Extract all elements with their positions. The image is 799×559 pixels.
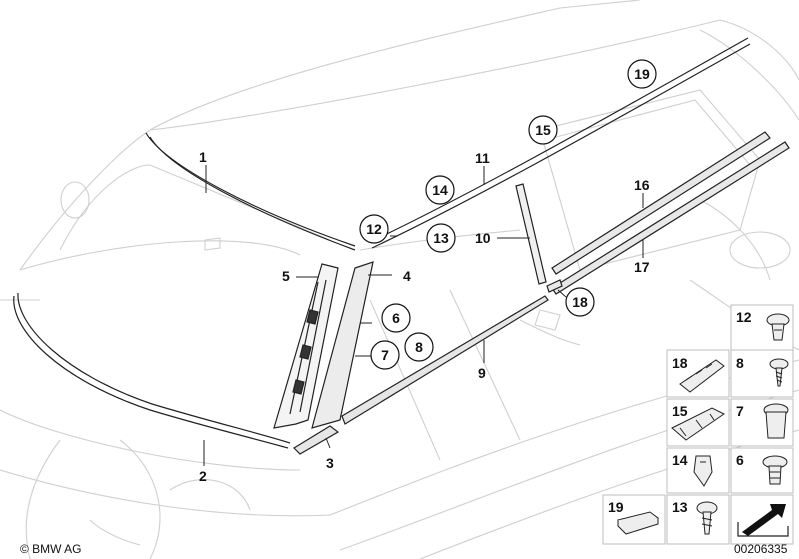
- svg-text:7: 7: [381, 347, 389, 363]
- callout-6: 6: [381, 303, 411, 333]
- svg-text:6: 6: [392, 310, 400, 326]
- nut-14-icon: [693, 455, 713, 487]
- callout-labels: 1 2 3 4 5 9 10 11 16 17: [199, 149, 650, 484]
- part-window-belt-upper: [551, 131, 771, 275]
- callout-10: 10: [475, 230, 491, 246]
- svg-text:19: 19: [634, 66, 650, 82]
- callout-19: 19: [627, 59, 657, 89]
- copyright-notice: © BMW AG: [20, 542, 82, 556]
- part-windshield-top-moulding-edge: [145, 132, 356, 247]
- callout-3: 3: [326, 455, 334, 471]
- grid-label-12: 12: [736, 309, 752, 325]
- part-small-trim: [546, 279, 563, 293]
- grid-label-15: 15: [672, 403, 688, 419]
- part-windshield-side-moulding: [13, 295, 289, 449]
- grid-cell-6: [730, 447, 794, 494]
- part-door-moulding: [341, 295, 549, 425]
- svg-text:15: 15: [535, 122, 551, 138]
- screw-13-icon: [696, 501, 718, 535]
- grid-label-6: 6: [736, 452, 744, 468]
- callout-4: 4: [403, 268, 411, 284]
- bracket-18-icon: [679, 359, 725, 393]
- leader-lines: [203, 165, 644, 466]
- svg-text:12: 12: [366, 221, 382, 237]
- callout-5: 5: [282, 268, 290, 284]
- callout-8: 8: [404, 332, 434, 362]
- circled-callouts: 6 7 8 12 13 14 15 18: [359, 59, 657, 370]
- screw-8-icon: [769, 358, 789, 387]
- part-lower-trim: [293, 425, 340, 455]
- part-a-pillar-clips: [292, 309, 319, 395]
- part-windshield-side-moulding-edge: [17, 292, 291, 444]
- callout-1: 1: [199, 149, 207, 165]
- diagram-id: 00206335: [734, 542, 788, 556]
- small-parts-grid: 12 18 8 15 7 14 6 19 13: [602, 304, 794, 545]
- svg-text:14: 14: [432, 182, 448, 198]
- callout-2: 2: [199, 468, 207, 484]
- callout-13: 13: [426, 223, 456, 253]
- callout-9: 9: [478, 365, 486, 381]
- callout-15: 15: [528, 115, 558, 145]
- clip-12-icon: [766, 313, 790, 341]
- part-window-belt-lower: [551, 141, 790, 295]
- grid-label-13: 13: [672, 499, 688, 515]
- part-a-pillar-trim: [311, 261, 374, 429]
- callout-7: 7: [370, 340, 400, 370]
- rivet-6-icon: [762, 455, 788, 485]
- callout-14: 14: [425, 175, 455, 205]
- callout-12: 12: [359, 214, 389, 244]
- reference-arrow-icon: [737, 504, 789, 537]
- parts: [13, 37, 790, 455]
- pad-19-icon: [617, 511, 660, 535]
- clip-7-icon: [763, 403, 789, 439]
- part-roof-moulding-edge: [371, 43, 751, 249]
- grid-label-18: 18: [672, 355, 688, 371]
- grid-label-19: 19: [608, 499, 624, 515]
- svg-text:18: 18: [572, 294, 588, 310]
- callout-17: 17: [634, 259, 650, 275]
- part-roof-moulding: [369, 37, 749, 243]
- clip-15-icon: [671, 407, 725, 441]
- grid-cell-8: [730, 349, 794, 398]
- part-b-pillar-strip: [515, 183, 547, 285]
- grid-label-14: 14: [672, 452, 688, 468]
- callout-16: 16: [634, 177, 650, 193]
- svg-text:13: 13: [433, 230, 449, 246]
- grid-cell-13: [666, 494, 730, 545]
- grid-label-8: 8: [736, 355, 744, 371]
- callout-18: 18: [565, 287, 595, 317]
- part-windshield-top-moulding: [149, 136, 356, 251]
- callout-11: 11: [475, 150, 490, 166]
- svg-text:8: 8: [415, 339, 423, 355]
- grid-label-7: 7: [736, 403, 744, 419]
